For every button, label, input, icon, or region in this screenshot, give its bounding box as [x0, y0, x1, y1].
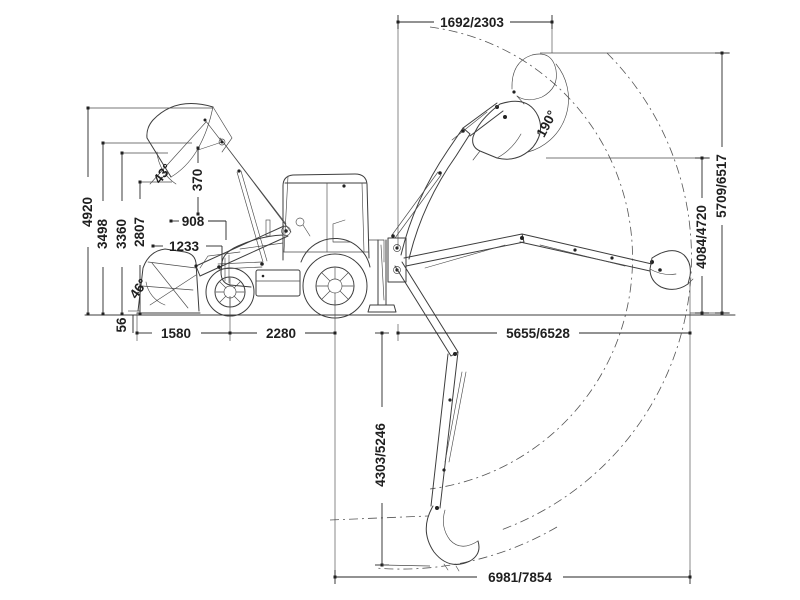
backhoe-reach	[403, 233, 694, 290]
label-overall-reach: 6981/7854	[488, 570, 552, 585]
label-loading-height: 4084/4720	[694, 205, 709, 269]
label-digging-depth: 4303/5246	[373, 423, 388, 487]
dim-ground-row: 1580 2280 5655/6528 56	[114, 283, 692, 577]
label-reach-at-ground: 5655/6528	[506, 326, 570, 341]
loader-arm-raised	[219, 137, 292, 263]
stabilizer-leg	[367, 239, 397, 313]
dump-angle-marker	[149, 121, 207, 185]
work-envelope-arcs	[329, 26, 692, 570]
label-max-lift-height: 5709/6517	[714, 154, 729, 218]
tractor-body	[205, 173, 407, 319]
cab	[282, 173, 370, 259]
backhoe-raised	[391, 53, 569, 260]
side-step-box	[255, 269, 301, 297]
loader-bucket-raised	[146, 103, 233, 178]
loader-bucket-ground	[136, 248, 201, 314]
loader-arm-lowered	[195, 225, 291, 277]
front-loader	[136, 103, 292, 314]
angle-labels: 43° 46° 190°	[127, 108, 560, 301]
label-rollback-angle: 46°	[127, 276, 151, 301]
dim-bottom: 4303/5246 6981/7854	[333, 331, 692, 585]
label-front-axle-to-bucket: 1580	[161, 326, 191, 341]
label-loader-clearance-height: 3360	[114, 219, 129, 249]
label-loader-max-height: 4920	[80, 197, 95, 227]
label-loader-dump-height: 2807	[132, 217, 147, 247]
label-loader-reach-ground: 1233	[169, 239, 200, 254]
label-loader-pin-height: 3498	[95, 218, 110, 249]
rear-fender	[300, 237, 385, 268]
label-top-span: 1692/2303	[440, 15, 504, 30]
backhoe-digging	[394, 261, 480, 572]
label-dump-angle: 43°	[150, 161, 174, 186]
dim-left-column: 4920 3498 3360 2807 370 908	[80, 106, 227, 316]
label-wheelbase: 2280	[266, 326, 296, 341]
label-loader-dump-reach: 908	[182, 214, 205, 229]
dim-right-side: 4084/4720 5709/6517	[540, 51, 730, 315]
label-ground-clearance: 56	[114, 317, 129, 333]
dim-top-span: 1692/2303	[396, 15, 554, 248]
label-bucket-rotation-angle: 190°	[533, 108, 559, 140]
label-loader-rollback-offset: 370	[190, 169, 205, 192]
rollback-angle-marker	[145, 262, 189, 309]
